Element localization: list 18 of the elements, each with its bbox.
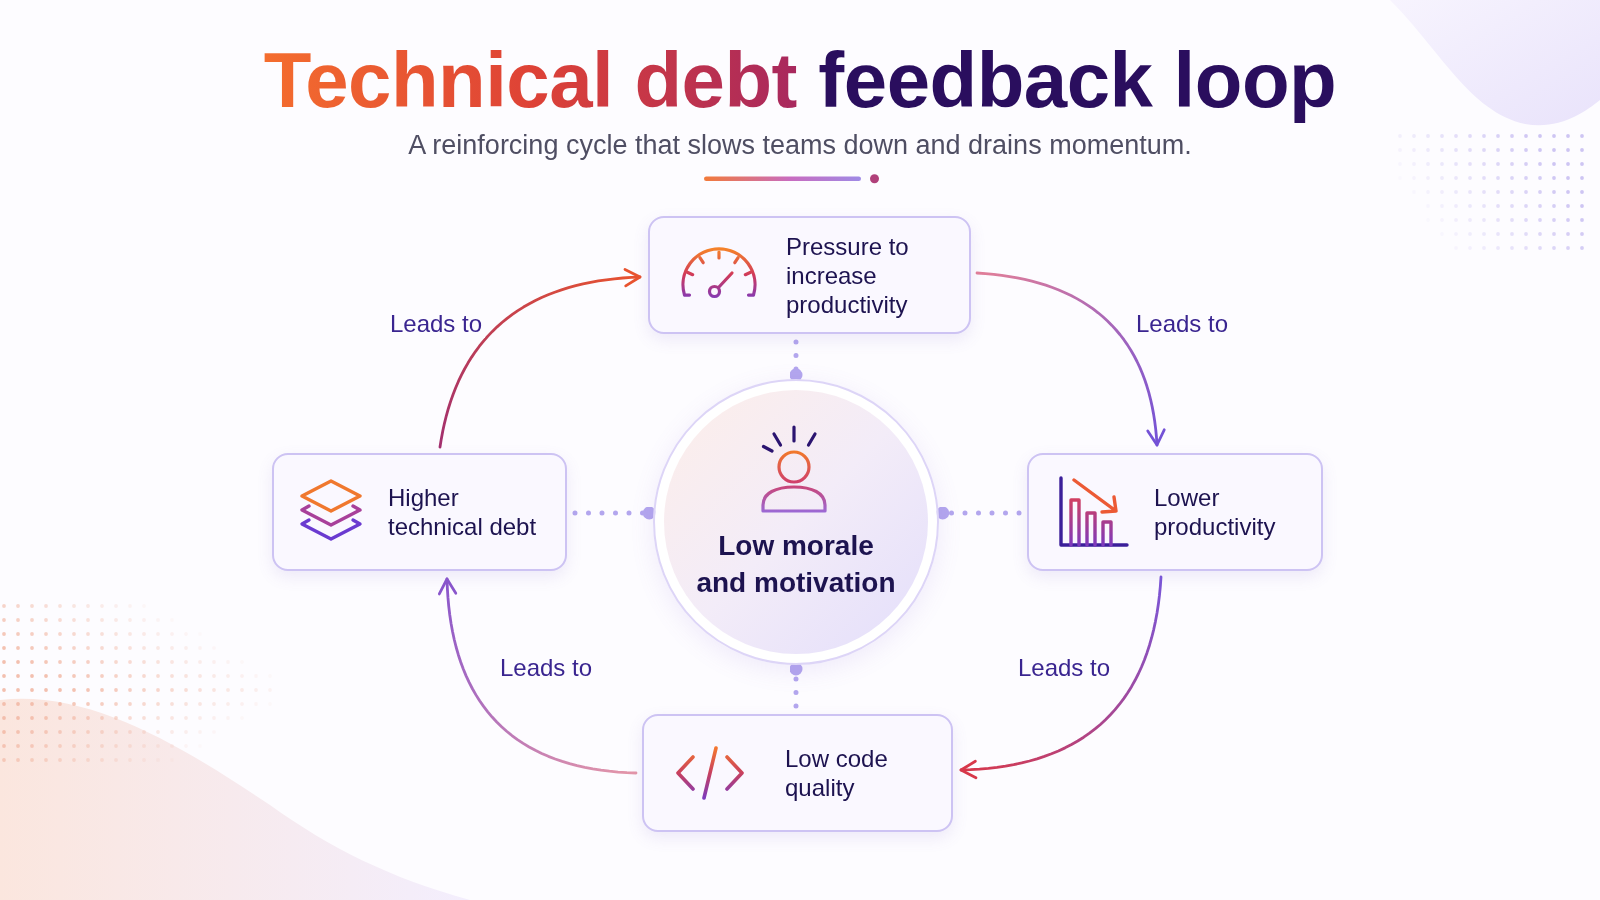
curved-arrow xyxy=(437,577,638,775)
dotted-connector xyxy=(572,506,656,520)
subtitle: A reinforcing cycle that slows teams down and drains momentum. xyxy=(408,132,1192,159)
step-card xyxy=(1027,453,1323,571)
step-label: Lower productivity xyxy=(1154,483,1277,541)
curved-arrow xyxy=(975,271,1166,447)
step-card xyxy=(272,453,567,571)
curved-arrow xyxy=(959,575,1163,780)
step-card xyxy=(642,714,953,832)
dotted-connector xyxy=(789,662,803,709)
step-label: Low code quality xyxy=(785,744,889,802)
step-card xyxy=(648,216,971,334)
center-label: Low morale and motivation xyxy=(695,529,897,600)
curved-arrow xyxy=(438,268,642,449)
step-label: Pressure to increase productivity xyxy=(786,231,910,319)
dotted-connector xyxy=(789,339,803,382)
dotted-connector xyxy=(936,506,1022,520)
step-label: Higher technical debt xyxy=(388,483,538,541)
